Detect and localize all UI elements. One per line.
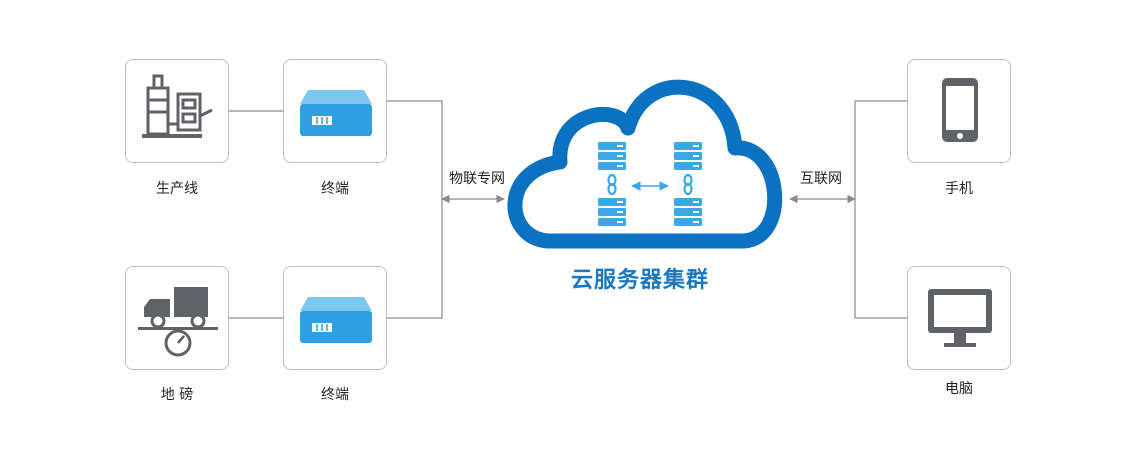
- chain-link-right-icon: [683, 173, 693, 196]
- terminal-top-node[interactable]: [283, 59, 387, 163]
- terminal-device-icon: [300, 90, 372, 136]
- terminal-top-label: 终端: [321, 181, 349, 197]
- smartphone-icon: [942, 78, 978, 142]
- terminal-bottom-node[interactable]: [283, 266, 387, 370]
- terminal-device-icon: [300, 297, 372, 343]
- server-stack-right-top-icon: [674, 142, 702, 170]
- cloud-shape: [507, 79, 783, 249]
- line-devices-bus: [854, 100, 907, 319]
- iot-network-label: 物联专网: [449, 171, 505, 187]
- production-line-label: 生产线: [156, 181, 198, 197]
- factory-icon: [142, 74, 213, 138]
- cloud-server-cluster-title: 云服务器集群: [570, 268, 709, 293]
- monitor-icon: [928, 289, 992, 347]
- line-terminals-bus: [387, 100, 443, 319]
- weighbridge-label: 地 磅: [160, 387, 194, 403]
- server-stack-left-bottom-icon: [598, 198, 626, 226]
- truck-scale-icon: [138, 287, 218, 357]
- server-stack-right-bottom-icon: [674, 198, 702, 226]
- phone-label: 手机: [945, 181, 973, 197]
- production-line-node[interactable]: [125, 59, 229, 163]
- computer-node[interactable]: [907, 266, 1011, 370]
- internet-label: 互联网: [800, 171, 842, 187]
- chain-link-left-icon: [607, 173, 617, 196]
- terminal-bottom-label: 终端: [321, 387, 349, 403]
- phone-node[interactable]: [907, 59, 1011, 163]
- computer-label: 电脑: [945, 381, 973, 397]
- server-stack-left-top-icon: [598, 142, 626, 170]
- weighbridge-node[interactable]: [125, 266, 229, 370]
